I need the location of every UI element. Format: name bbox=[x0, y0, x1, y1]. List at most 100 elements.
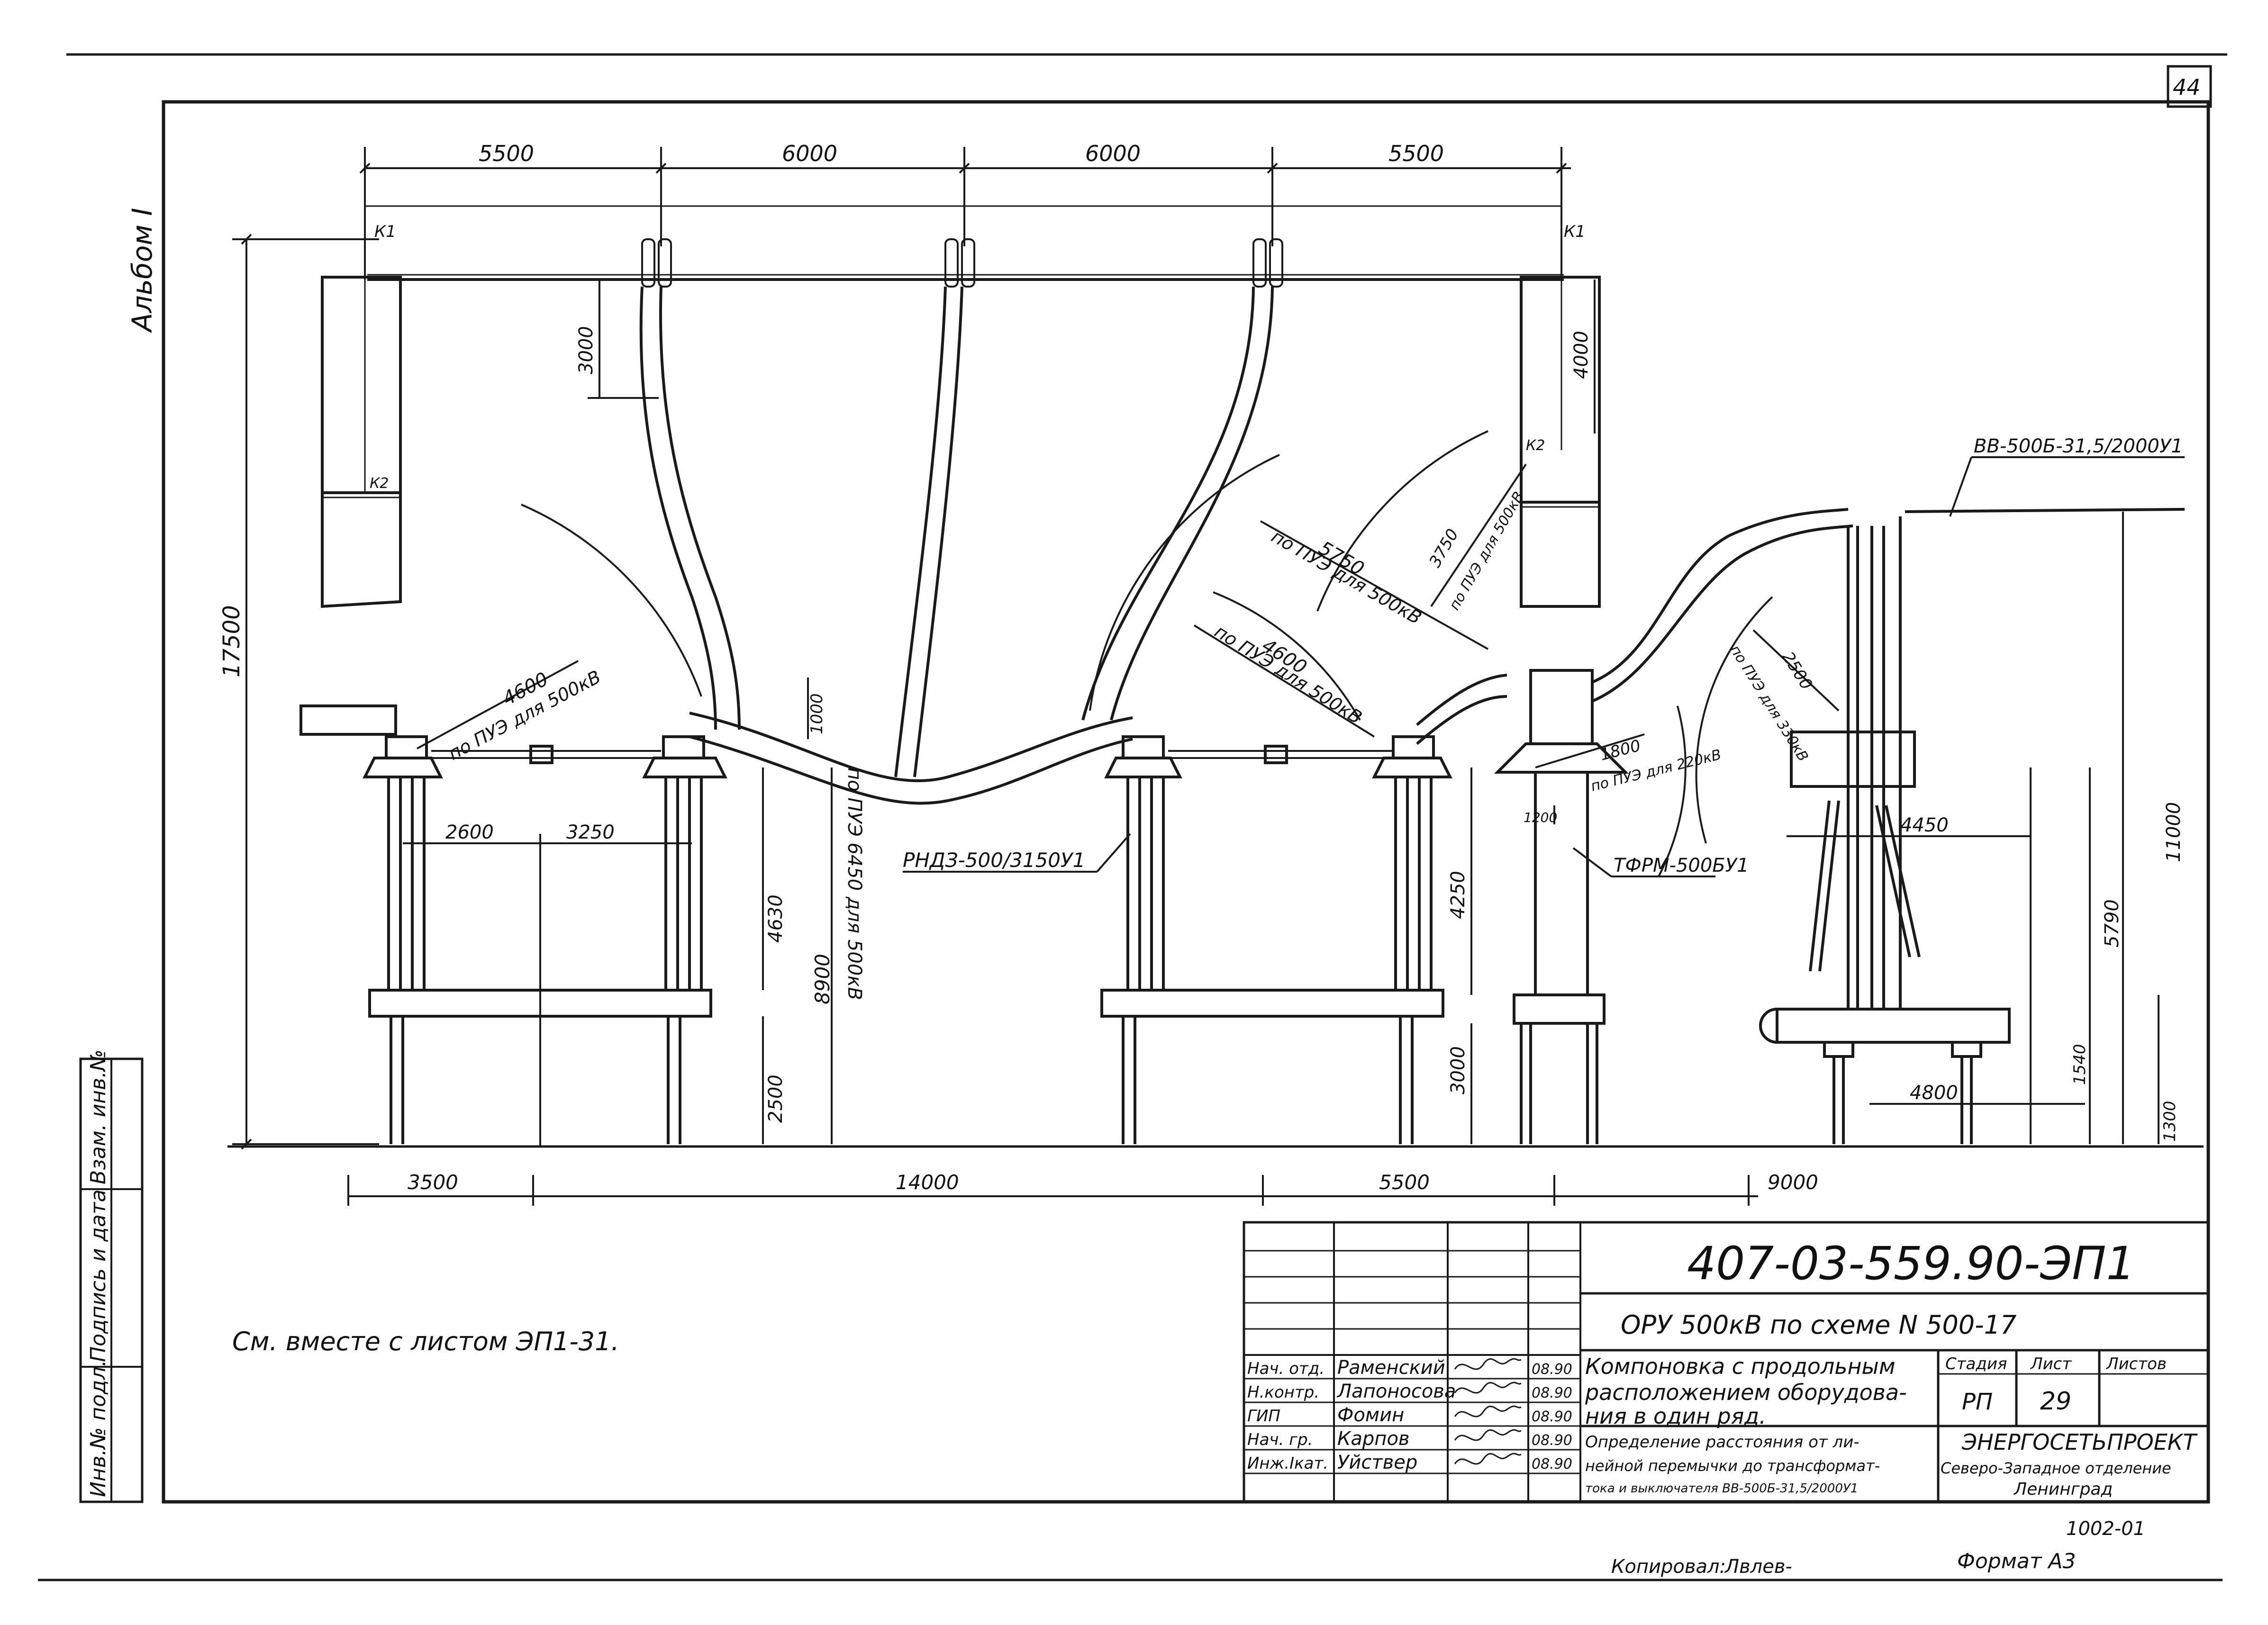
dim-2600: 2600 bbox=[445, 822, 494, 843]
footer-copier: Лвлев- bbox=[1724, 1556, 1792, 1578]
dim-5790: 5790 bbox=[2101, 899, 2123, 948]
insulator-strings bbox=[641, 238, 1283, 288]
title-line-3: ния в один ряд. bbox=[1585, 1403, 1766, 1429]
marker-k2-left: К2 bbox=[370, 475, 389, 492]
footer-copied: Копировал: bbox=[1611, 1556, 1726, 1578]
staff-date: 08.90 bbox=[1532, 1432, 1572, 1449]
dim-3000b: 3000 bbox=[1447, 1046, 1469, 1094]
staff-date: 08.90 bbox=[1532, 1361, 1572, 1378]
staff-signature bbox=[1454, 1405, 1522, 1417]
staff-role: Нач. гр. bbox=[1247, 1430, 1313, 1449]
footer-format: Формат А3 bbox=[1957, 1549, 2076, 1573]
dim-top-4: 5500 bbox=[1388, 141, 1444, 166]
title-block bbox=[1243, 1221, 2210, 1503]
dim-1540: 1540 bbox=[2070, 1044, 2089, 1085]
drop-dims bbox=[588, 280, 1596, 433]
internal-dims bbox=[403, 512, 2159, 1147]
ground-and-bottom-dims bbox=[227, 1145, 2204, 1206]
dim-11000: 11000 bbox=[2163, 802, 2185, 862]
label-breaker: ВВ-500Б-31,5/2000У1 bbox=[1974, 435, 2183, 457]
staff-name: Раменский bbox=[1337, 1357, 1445, 1379]
header-stage: Стадия bbox=[1945, 1354, 2007, 1373]
label-current-transformer: ТФРМ-500БУ1 bbox=[1614, 855, 1749, 876]
sheet-value: 29 bbox=[2040, 1387, 2071, 1416]
dim-1200: 1200 bbox=[1524, 810, 1557, 825]
staff-name: Фомин bbox=[1337, 1404, 1404, 1426]
dim-drop-3000: 3000 bbox=[575, 326, 597, 374]
dim-1300: 1300 bbox=[2160, 1101, 2179, 1142]
dim-bottom-2: 14000 bbox=[896, 1171, 959, 1194]
staff-name: Уйствер bbox=[1337, 1452, 1417, 1473]
dim-4250: 4250 bbox=[1447, 871, 1469, 919]
title-line-2: расположением оборудова- bbox=[1585, 1380, 1907, 1405]
dim-8900: 8900 bbox=[811, 954, 834, 1004]
sheet-frame bbox=[38, 53, 2227, 1581]
disconnector-supports bbox=[299, 508, 2185, 1144]
left-height-dimension bbox=[232, 234, 379, 1150]
conductors bbox=[639, 286, 1853, 805]
dim-4450: 4450 bbox=[1900, 814, 1949, 836]
dim-3250: 3250 bbox=[566, 822, 615, 843]
gantry bbox=[321, 274, 1601, 608]
title-line-1: Компоновка с продольным bbox=[1585, 1354, 1896, 1379]
org-name: ЭНЕРГОСЕТЬПРОЕКТ bbox=[1961, 1429, 2198, 1455]
staff-name: Карпов bbox=[1337, 1428, 1410, 1450]
staff-role: Н.контр. bbox=[1247, 1383, 1319, 1402]
dim-bottom-3: 5500 bbox=[1379, 1171, 1430, 1194]
org-city: Ленинград bbox=[2013, 1480, 2113, 1499]
clearance-4-value: 3750 bbox=[1425, 526, 1462, 571]
marker-k1-right: К1 bbox=[1564, 222, 1586, 241]
stamp-inv-original: Инв.№ подл. bbox=[86, 1360, 110, 1497]
sheet-number: 44 bbox=[2173, 74, 2201, 100]
clearance-arcs bbox=[521, 430, 1773, 877]
staff-date: 08.90 bbox=[1532, 1408, 1572, 1425]
marker-k1-left: К1 bbox=[374, 222, 396, 241]
dim-4800: 4800 bbox=[1910, 1082, 1958, 1104]
clearance-4-note: по ПУЭ для 500кВ bbox=[1446, 489, 1527, 613]
staff-signature bbox=[1454, 1429, 1522, 1441]
label-disconnector: РНДЗ-500/3150У1 bbox=[903, 849, 1085, 872]
header-sheet: Лист bbox=[2030, 1354, 2072, 1373]
drawing-note: См. вместе с листом ЭП1-31. bbox=[232, 1327, 619, 1356]
footer-order: 1002-01 bbox=[2066, 1518, 2145, 1540]
staff-date: 08.90 bbox=[1532, 1385, 1572, 1401]
header-sheets: Листов bbox=[2105, 1354, 2167, 1373]
staff-role: ГИП bbox=[1247, 1407, 1280, 1426]
top-dimension-chain bbox=[359, 147, 1571, 280]
clearance-6-value: 2500 bbox=[1778, 649, 1816, 694]
dim-bottom-4: 9000 bbox=[1768, 1171, 1818, 1194]
title-code: 407-03-559.90-ЭП1 bbox=[1687, 1237, 2135, 1290]
clearance-leaders bbox=[417, 463, 1840, 768]
staff-role: Инж.Iкат. bbox=[1247, 1454, 1328, 1473]
dim-4630: 4630 bbox=[765, 894, 787, 943]
subtitle-line-1: Определение расстояния от ли- bbox=[1585, 1433, 1860, 1452]
dim-8900-note: по ПУЭ 6450 для 500кВ bbox=[844, 767, 865, 1000]
stamp-signature-date: Подпись и дата bbox=[86, 1190, 110, 1362]
staff-signature bbox=[1454, 1358, 1522, 1370]
staff-role: Нач. отд. bbox=[1247, 1359, 1325, 1378]
dim-left-height: 17500 bbox=[218, 605, 245, 677]
stamp-replaced-inv: Взам. инв.№ bbox=[86, 1049, 110, 1184]
clearance-2-note: по ПУЭ для 500кВ bbox=[1268, 526, 1425, 629]
album-label: Альбом I bbox=[126, 208, 158, 334]
side-stamp bbox=[79, 1057, 144, 1503]
dim-1000: 1000 bbox=[807, 693, 826, 734]
dim-bottom-1: 3500 bbox=[408, 1171, 458, 1194]
staff-signature bbox=[1454, 1453, 1522, 1465]
staff-name: Лапоносова bbox=[1336, 1381, 1456, 1402]
dim-drop-4000: 4000 bbox=[1570, 331, 1592, 379]
dim-top-3: 6000 bbox=[1085, 141, 1141, 166]
stage-value: РП bbox=[1962, 1389, 1993, 1415]
dim-top-1: 5500 bbox=[479, 141, 534, 166]
marker-k2-right: К2 bbox=[1526, 437, 1545, 454]
subtitle-line-2: нейной перемычки до трансформат- bbox=[1585, 1457, 1880, 1475]
subtitle-line-3: тока и выключателя ВВ-500Б-31,5/2000У1 bbox=[1585, 1481, 1858, 1496]
org-branch: Северо-Западное отделение bbox=[1941, 1459, 2171, 1477]
staff-date: 08.90 bbox=[1532, 1456, 1572, 1472]
dim-2500: 2500 bbox=[765, 1074, 787, 1123]
equipment-leaders bbox=[903, 456, 2185, 877]
dim-top-2: 6000 bbox=[782, 141, 837, 166]
staff-signature bbox=[1454, 1381, 1522, 1394]
